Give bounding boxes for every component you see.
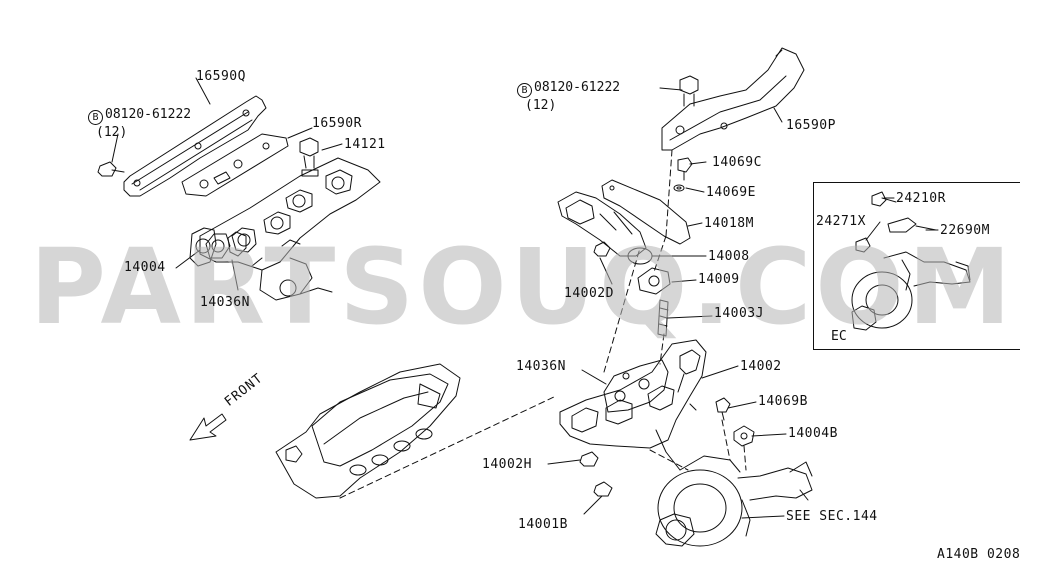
bolt-left-shape[interactable] xyxy=(97,161,125,177)
label-16590r[interactable]: 16590R xyxy=(312,116,362,131)
stud-14003j-shape[interactable] xyxy=(657,299,669,337)
cylinder-head-shape[interactable] xyxy=(275,363,461,499)
leader-lines xyxy=(111,77,939,519)
bolt-spec-code: 08120-61222 xyxy=(105,107,192,122)
label-14004b[interactable]: 14004B xyxy=(788,426,838,441)
ec-bolt-24271x-shape[interactable] xyxy=(855,237,871,253)
bolt-marker-icon: B xyxy=(88,110,103,125)
bolt-14121-shape[interactable] xyxy=(299,137,319,177)
label-14002d[interactable]: 14002D xyxy=(564,286,614,301)
stud-14069b-shape[interactable] xyxy=(715,397,731,421)
stud-14069c-shape[interactable] xyxy=(677,157,693,181)
label-14004[interactable]: 14004 xyxy=(124,260,166,275)
label-14001b[interactable]: 14001B xyxy=(518,517,568,532)
ec-sensor-24210r-shape[interactable] xyxy=(871,191,897,207)
label-14036n-center[interactable]: 14036N xyxy=(516,359,566,374)
heat-insulator-16590r-shape[interactable] xyxy=(181,133,289,197)
heat-insulator-16590q-shape[interactable] xyxy=(123,95,267,197)
bracket-14018m-shape[interactable] xyxy=(601,179,691,245)
exhaust-manifold-14002-shape[interactable] xyxy=(559,339,707,471)
label-14018m[interactable]: 14018M xyxy=(704,216,754,231)
bolt-spec-qty: (12) xyxy=(525,98,557,113)
label-16590q[interactable]: 16590Q xyxy=(196,69,246,84)
see-section-ref[interactable]: SEE SEC.144 xyxy=(786,509,878,524)
nut-14001b-shape[interactable] xyxy=(593,481,613,497)
turbocharger-shape[interactable] xyxy=(655,455,813,547)
label-14036n-left[interactable]: 14036N xyxy=(200,295,250,310)
label-14009[interactable]: 14009 xyxy=(698,272,740,287)
front-arrow-icon xyxy=(189,413,227,441)
label-14069b[interactable]: 14069B xyxy=(758,394,808,409)
ec-inset-box xyxy=(813,182,1020,350)
label-24210r[interactable]: 24210R xyxy=(896,191,946,206)
label-14008[interactable]: 14008 xyxy=(708,249,750,264)
label-14121[interactable]: 14121 xyxy=(344,137,386,152)
label-14069e[interactable]: 14069E xyxy=(706,185,756,200)
washer-14069e-shape[interactable] xyxy=(673,184,685,192)
diagram-code: A140B 0208 xyxy=(937,547,1021,562)
ec-sensor-22690m-shape[interactable] xyxy=(887,217,937,233)
ec-inset-tag: EC xyxy=(831,329,847,344)
bolt-marker-icon: B xyxy=(517,83,532,98)
nut-14002d-shape[interactable] xyxy=(593,241,611,257)
heat-insulator-16590p-shape[interactable] xyxy=(661,47,805,151)
label-16590p[interactable]: 16590P xyxy=(786,118,836,133)
dashed-reference-lines xyxy=(339,149,747,499)
label-22690m[interactable]: 22690M xyxy=(940,223,990,238)
bolt-spec-code: 08120-61222 xyxy=(534,80,621,95)
bolt-spec-qty: (12) xyxy=(96,125,128,140)
bolt-center-shape[interactable] xyxy=(679,75,699,107)
label-14069c[interactable]: 14069C xyxy=(712,155,762,170)
label-14002[interactable]: 14002 xyxy=(740,359,782,374)
exhaust-tube-14008-shape[interactable] xyxy=(557,191,653,265)
nut-14004b-shape[interactable] xyxy=(733,425,755,447)
exhaust-manifold-14004-shape[interactable] xyxy=(199,157,381,301)
nut-14002h-shape[interactable] xyxy=(579,451,599,467)
ec-turbocharger-shape[interactable] xyxy=(851,251,971,331)
gasket-14036n-center-shape[interactable] xyxy=(603,359,669,413)
label-14003j[interactable]: 14003J xyxy=(714,306,764,321)
label-24271x[interactable]: 24271X xyxy=(816,214,866,229)
label-14002h[interactable]: 14002H xyxy=(482,457,532,472)
gasket-14036n-left-shape[interactable] xyxy=(189,227,247,267)
gasket-14009-shape[interactable] xyxy=(637,267,671,295)
